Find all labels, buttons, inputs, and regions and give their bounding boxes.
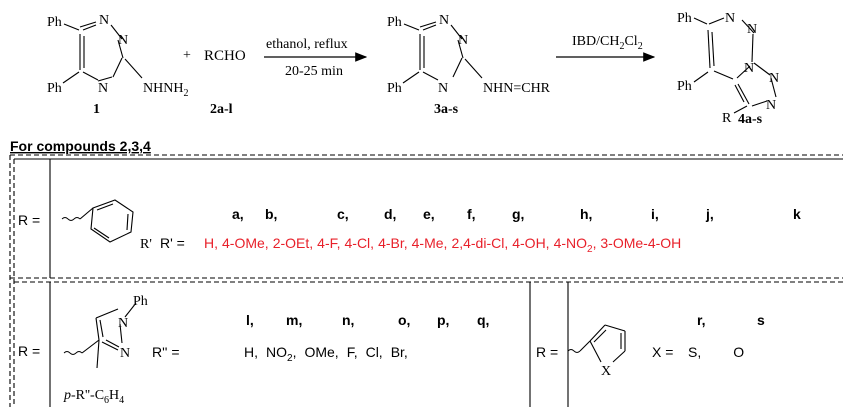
letter-p: p, [437, 312, 449, 328]
letter-l: l, [246, 312, 254, 328]
letter-d: d, [384, 206, 396, 222]
row-1-r-prime-ring: R' [140, 237, 152, 252]
compound-4-r: R [722, 111, 732, 126]
arrow-1-conditions-above: ethanol, reflux [266, 37, 348, 52]
letter-g: g, [512, 206, 524, 222]
pyrazole-substituent [63, 302, 137, 369]
compound-3-hydrazone: NHN=CHR [483, 81, 551, 96]
row-2-substituents-2: S,O [688, 344, 744, 360]
row-1-letters: a, b, c, d, e, f, g, h, i, j, k [232, 206, 801, 222]
row-2-r-dprime-eq: R'' = [152, 344, 180, 360]
pyrazole-ph: Ph [133, 294, 148, 309]
letter-k: k [793, 206, 801, 222]
plus-sign: + [183, 48, 191, 63]
compound-3-n-bottom: N [438, 81, 448, 96]
letter-n: n, [342, 312, 354, 328]
compound-1 [62, 21, 143, 84]
compound-1-label: 1 [93, 102, 100, 117]
row-2-substituents: H,NO2,OMe,F,Cl,Br, [244, 344, 408, 364]
row-1-r-label: R = [18, 212, 40, 228]
compound-3-ph-top: Ph [387, 15, 402, 30]
row-2-r-label: R = [18, 343, 40, 359]
aldehyde-label: 2a-l [210, 102, 233, 117]
aldehyde-formula: RCHO [204, 48, 246, 64]
compound-4 [693, 17, 777, 114]
row-2-letters: l, m, n, o, p, q, [246, 312, 489, 328]
compound-4-n-fused: N [744, 61, 754, 76]
compound-1-ph-bottom: Ph [47, 81, 62, 96]
letter-m: m, [286, 312, 302, 328]
compound-1-n-top: N [99, 13, 109, 28]
compound-3-n-top: N [439, 13, 449, 28]
compound-3-ph-bottom: Ph [387, 81, 402, 96]
table-caption: For compounds 2,3,4 [10, 138, 151, 154]
pyrazole-n1: N [118, 316, 128, 331]
letter-i: i, [651, 206, 659, 222]
heteroaryl-ring [567, 324, 626, 363]
arrow-1-conditions-below: 20-25 min [285, 64, 343, 79]
letter-b: b, [265, 206, 277, 222]
letter-r: r, [697, 312, 706, 328]
compound-1-ph-top: Ph [47, 15, 62, 30]
phenyl-substituent [61, 199, 134, 243]
compound-1-n-right: N [118, 33, 128, 48]
compound-4-n-top-right: N [747, 22, 757, 37]
compound-1-n-bottom: N [98, 81, 108, 96]
row-2-x-eq: X = [652, 344, 673, 360]
compound-4-ph-bottom: Ph [677, 79, 692, 94]
arrow-2-reagent: IBD/CH2Cl2 [572, 34, 643, 52]
compound-1-hydrazine: NHNH2 [143, 81, 188, 99]
letter-f: f, [467, 206, 476, 222]
compound-4-n-right-2: N [766, 98, 776, 113]
compound-4-ph-top: Ph [677, 11, 692, 26]
row-1-substituents: H,4-OMe,2-OEt,4-F,4-Cl,4-Br,4-Me,2,4-di-… [204, 235, 681, 255]
row-2-letters-2: r, s [697, 312, 765, 328]
table-frame [9, 154, 843, 407]
compound-4-label: 4a-s [738, 112, 763, 127]
letter-c: c, [337, 206, 349, 222]
row-1-r-prime-eq: R' = [160, 235, 185, 251]
letter-e: e, [423, 206, 435, 222]
letter-s: s [757, 312, 765, 328]
letter-j: j, [705, 206, 714, 222]
compound-3-label: 3a-s [434, 102, 459, 117]
letter-o: o, [398, 312, 410, 328]
pyrazole-aryl-group: p-R''-C6H4 [63, 388, 124, 406]
pyrazole-n2: N [120, 346, 130, 361]
letter-a: a, [232, 206, 244, 222]
compound-4-n-right-1: N [769, 71, 779, 86]
row-2-r2-label: R = [536, 344, 558, 360]
compound-3 [402, 21, 483, 84]
letter-h: h, [580, 206, 592, 222]
letter-q: q, [477, 312, 489, 328]
heteroatom-x: X [601, 364, 611, 379]
compound-4-n-top-left: N [725, 11, 735, 26]
compound-3-n-right: N [458, 33, 468, 48]
